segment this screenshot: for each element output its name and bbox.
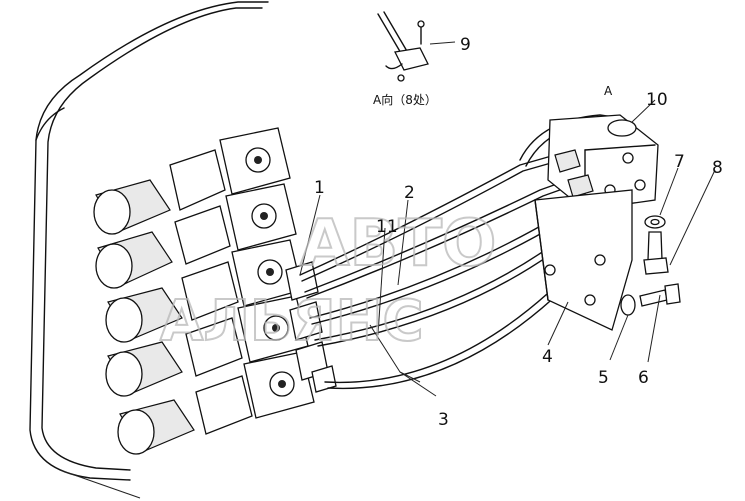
callout-11: 11	[376, 217, 398, 237]
manifold-block	[547, 114, 659, 223]
callout-5: 5	[598, 368, 609, 388]
callout-1: 1	[314, 178, 325, 198]
callout-9: 9	[460, 35, 471, 55]
watermark: АВТО АЛЬЯНС	[159, 206, 497, 355]
callout-7: 7	[674, 152, 685, 172]
callout-8: 8	[712, 158, 723, 178]
solenoid-4	[105, 341, 183, 397]
callout-2: 2	[404, 183, 415, 203]
solenoid-3	[105, 287, 183, 343]
solenoid-5	[117, 399, 195, 455]
solenoid-1	[93, 179, 171, 235]
svg-text:АВТО: АВТО	[300, 207, 496, 281]
bolt-6	[639, 283, 681, 307]
solenoid-2	[95, 231, 173, 289]
callout-10: 10	[646, 90, 668, 110]
view-marker: A	[604, 84, 613, 98]
callout-6: 6	[638, 368, 649, 388]
leader-lines	[299, 99, 716, 397]
washer-5	[620, 294, 636, 316]
solenoid-valve-bank	[93, 127, 337, 455]
bolt-8	[643, 231, 669, 275]
view-caption: A向（8处）	[373, 92, 437, 107]
mounting-bracket	[534, 189, 633, 331]
callout-4: 4	[542, 347, 553, 367]
callout-labels: 1 2 3 4 5 6 7 8 9 10 11	[314, 35, 723, 430]
callout-3: 3	[438, 410, 449, 430]
svg-text:АЛЬЯНС: АЛЬЯНС	[160, 289, 424, 354]
valve-plates	[169, 127, 315, 435]
detail-view-a	[377, 11, 456, 82]
housing-outline	[29, 1, 269, 499]
